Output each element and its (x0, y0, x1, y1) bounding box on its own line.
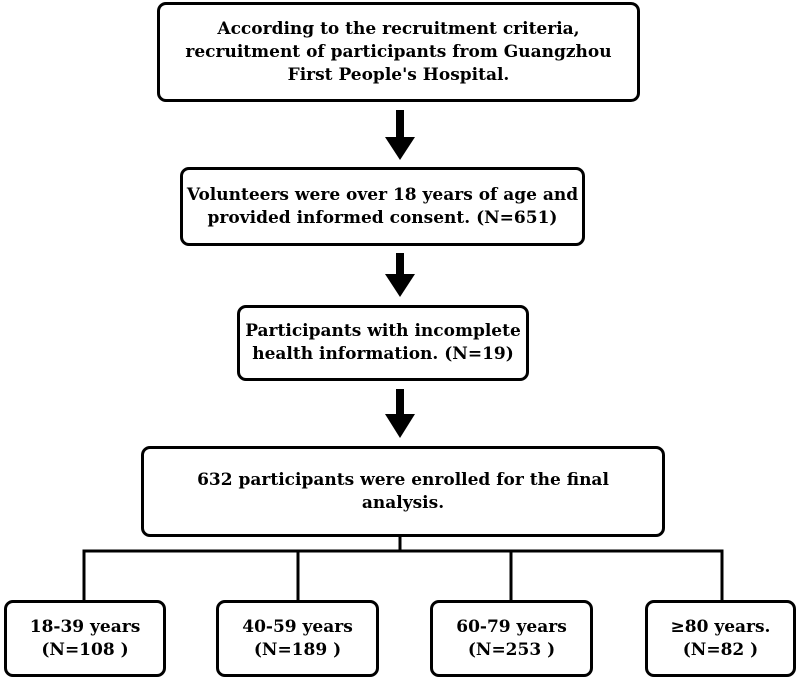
branch-connector (82, 537, 724, 600)
age-group-label: 40-59 years (242, 616, 353, 637)
excluded-box: Participants with incomplete health info… (237, 305, 529, 381)
age-group-box-80-plus: ≥80 years. (N=82 ) (645, 600, 796, 677)
arrow-down-2 (385, 253, 415, 297)
arrow-down-1 (385, 110, 415, 160)
age-group-box-18-39: 18-39 years (N=108 ) (4, 600, 166, 677)
age-group-box-60-79: 60-79 years (N=253 ) (430, 600, 593, 677)
age-group-box-40-59: 40-59 years (N=189 ) (216, 600, 379, 677)
age-group-count: (N=189 ) (253, 639, 342, 660)
recruitment-line-3: First People's Hospital. (287, 64, 510, 85)
volunteers-line-2: provided informed consent. (N=651) (207, 207, 558, 228)
volunteers-line-1: Volunteers were over 18 years of age and (186, 184, 579, 205)
age-group-label: ≥80 years. (670, 616, 771, 637)
age-group-label: 18-39 years (29, 616, 141, 637)
arrow-down-3 (385, 389, 415, 438)
age-group-count: (N=108 ) (41, 639, 129, 660)
enrolled-line-1: 632 participants were enrolled for the f… (197, 469, 609, 490)
enrolled-line-2: analysis. (361, 492, 445, 513)
age-group-count: (N=82 ) (682, 639, 759, 660)
volunteers-box: Volunteers were over 18 years of age and… (180, 167, 585, 246)
excluded-line-2: health information. (N=19) (252, 344, 514, 364)
enrolled-box: 632 participants were enrolled for the f… (141, 446, 665, 537)
age-group-count: (N=253 ) (467, 639, 556, 660)
age-group-label: 60-79 years (456, 616, 567, 637)
recruitment-line-1: According to the recruitment criteria, (217, 18, 580, 39)
recruitment-line-2: recruitment of participants from Guangzh… (185, 41, 612, 62)
recruitment-box: According to the recruitment criteria, r… (157, 2, 640, 102)
excluded-line-1: Participants with incomplete (245, 321, 521, 341)
